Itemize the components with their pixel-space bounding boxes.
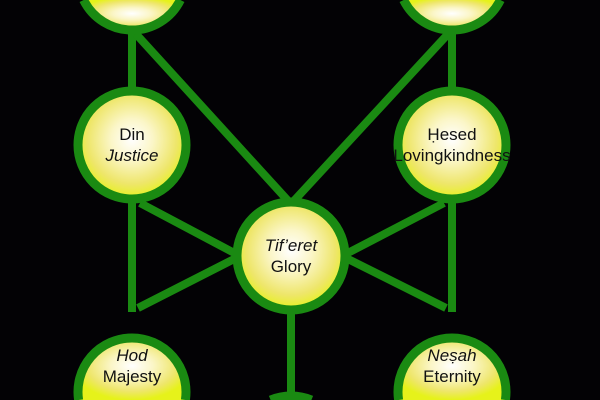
path-line — [133, 31, 294, 207]
node-top-left — [79, 0, 185, 35]
tiferet-label: Tif’eret Glory — [211, 235, 371, 277]
hesed-meaning: Lovingkindness — [393, 146, 511, 165]
tiferet-name: Tif’eret — [264, 236, 318, 255]
node-top-right — [399, 0, 505, 35]
tiferet-meaning: Glory — [270, 257, 312, 276]
hod-name: Hod — [116, 346, 148, 365]
nesah-label: Neṣah Eternity — [372, 345, 532, 387]
hod-label: Hod Majesty — [52, 345, 212, 387]
din-label: Din Justice — [52, 124, 212, 166]
node-hesed — [393, 86, 511, 204]
path-line — [138, 199, 242, 260]
node-tiferet — [232, 197, 350, 315]
path-line — [136, 252, 242, 312]
path-line — [288, 31, 451, 207]
node-bottom — [268, 391, 314, 400]
hesed-label: Ḥesed Lovingkindness — [372, 124, 532, 166]
hesed-name: Ḥesed — [427, 125, 477, 144]
node-hod — [73, 333, 191, 400]
node-din — [73, 86, 191, 204]
nesah-meaning: Eternity — [423, 367, 481, 386]
node-nesah — [393, 333, 511, 400]
din-name: Din — [119, 125, 145, 144]
hod-meaning: Majesty — [102, 367, 162, 386]
nesah-name: Neṣah — [427, 346, 477, 365]
path-line — [340, 252, 448, 312]
din-meaning: Justice — [105, 146, 159, 165]
path-line — [340, 199, 446, 260]
